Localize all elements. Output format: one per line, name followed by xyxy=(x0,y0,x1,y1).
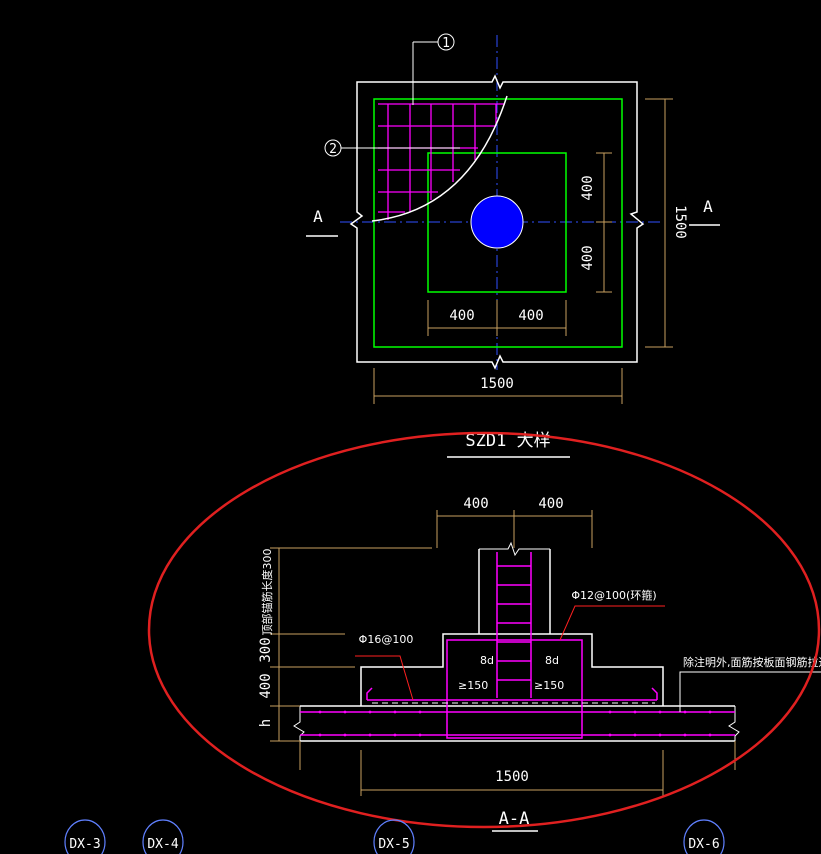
axis-bubble-4-label: DX-6 xyxy=(688,837,719,852)
plan-dim-top-400: 400 xyxy=(580,175,596,200)
plan-outline xyxy=(349,74,645,370)
section-mark-left: A xyxy=(313,207,323,226)
right-150-label: ≥150 xyxy=(534,679,564,692)
plan-dim-right-400: 400 xyxy=(518,308,543,324)
highlight-ellipse xyxy=(147,431,821,829)
plan-dim-left-400: 400 xyxy=(449,308,474,324)
axis-bubble-4 xyxy=(683,819,725,854)
axis-bubble-3 xyxy=(373,819,415,854)
section-rebar xyxy=(300,552,735,739)
plan-green-inner xyxy=(427,152,567,293)
note-leader xyxy=(679,671,821,712)
plan-dim-width: 1500 xyxy=(480,376,514,392)
axis-bubbles: DX-3 DX-4 DX-5 DX-6 xyxy=(64,819,725,854)
section-dim-anchor: 顶部锚筋长度300 xyxy=(260,549,274,636)
right-note-label: 除注明外,面筋按板面钢筋拉通 xyxy=(683,655,821,669)
column-break xyxy=(479,541,550,557)
rebar-dots xyxy=(318,710,712,737)
footing-outline xyxy=(360,633,664,706)
rebar-mesh-label: Φ16@100 xyxy=(359,633,414,646)
left-8d-label: 8d xyxy=(480,654,494,667)
callout-1: 1 xyxy=(412,33,455,105)
callout-2: 2 xyxy=(324,139,460,157)
axis-bubble-2-label: DX-4 xyxy=(147,837,178,852)
callout-1-bubble xyxy=(437,33,455,51)
axis-bubble-2 xyxy=(142,819,184,854)
section-leaders xyxy=(355,605,665,701)
plan-green-outer xyxy=(373,98,623,348)
section-view: 400 400 h 400 300 顶部锚筋长度300 1500 Φ12@100… xyxy=(258,496,821,832)
plan-dim-height: 1500 xyxy=(672,205,688,239)
section-dim-h: h xyxy=(258,719,274,727)
callout-2-bubble xyxy=(324,139,342,157)
rebar-ring-label: Φ12@100(环箍) xyxy=(571,588,656,602)
plan-view: 1 2 A A 400 400 xyxy=(306,33,720,458)
right-8d-label: 8d xyxy=(545,654,559,667)
left-150-label: ≥150 xyxy=(458,679,488,692)
callout-2-label: 2 xyxy=(329,142,337,157)
section-dim-300: 300 xyxy=(258,637,274,662)
slab-break-left xyxy=(293,706,305,741)
axis-bubble-1-label: DX-3 xyxy=(69,837,100,852)
plan-dim-bottom-400: 400 xyxy=(580,245,596,270)
section-dim-400-right: 400 xyxy=(538,496,563,512)
axis-bubble-1 xyxy=(64,819,106,854)
axis-bubble-3-label: DX-5 xyxy=(378,837,409,852)
column-circle xyxy=(470,195,524,249)
callout-1-label: 1 xyxy=(442,36,450,51)
section-dim-400-vert: 400 xyxy=(258,673,274,698)
plan-dimensions xyxy=(373,98,673,404)
section-title: A-A xyxy=(499,809,530,829)
section-dim-1500: 1500 xyxy=(495,769,529,785)
slab-break-right xyxy=(728,706,740,741)
section-dimensions xyxy=(270,510,736,796)
plan-break-curve xyxy=(371,95,508,222)
section-dim-400-left: 400 xyxy=(463,496,488,512)
section-mark-right: A xyxy=(703,197,713,216)
